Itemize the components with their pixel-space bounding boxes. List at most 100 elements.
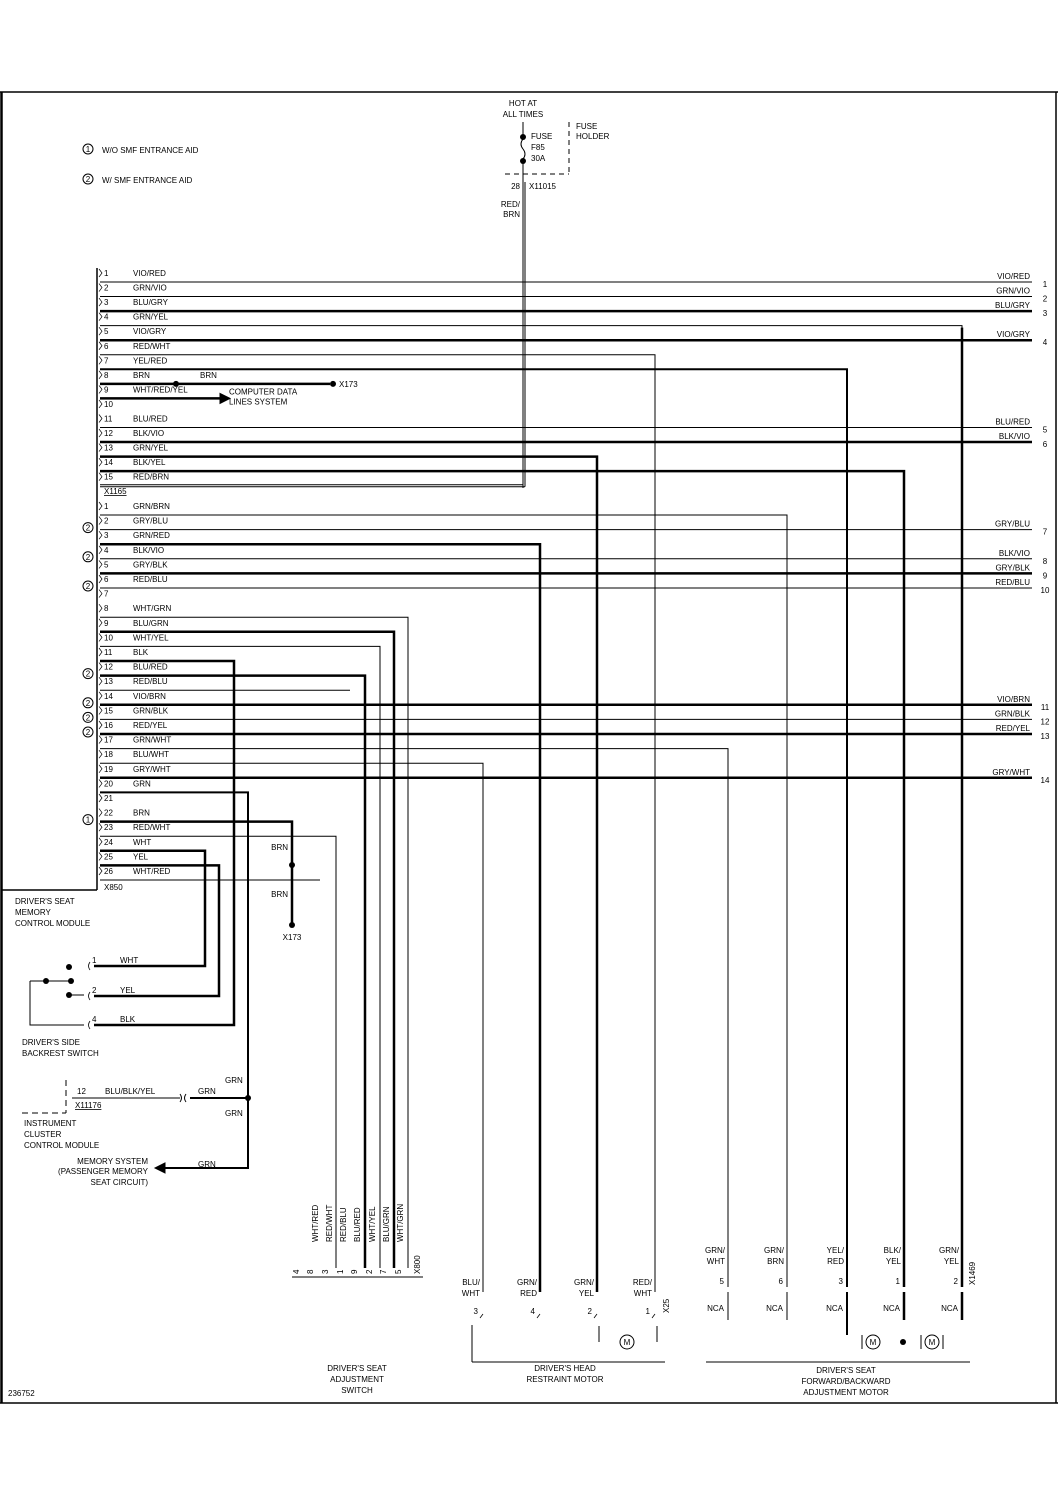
connector-gap: [784, 1287, 790, 1292]
note-text: W/ SMF ENTRANCE AID: [102, 176, 192, 185]
right-wire-label: RED/BLU: [995, 578, 1030, 587]
wire-color-label: BRN: [200, 371, 217, 380]
wire-color-label: RED/WHT: [133, 823, 170, 832]
module-name: DRIVER'S SEAT: [15, 897, 75, 906]
wire-color-label: GRN/BLK: [133, 706, 169, 715]
pin-number: 10: [104, 633, 113, 642]
wire-color-label: WHT: [133, 838, 151, 847]
motor-symbol: M: [870, 1338, 877, 1347]
wire-color-label: GRN/VIO: [133, 284, 167, 293]
right-wire-label: GRY/WHT: [992, 768, 1030, 777]
pin-terminal-icon: [98, 735, 103, 744]
pin-number: 6: [104, 575, 109, 584]
pin-terminal-icon: [98, 341, 103, 350]
pin-number: 11: [104, 415, 113, 424]
pin-terminal-icon: [98, 720, 103, 730]
connector-id: X25: [662, 1298, 671, 1313]
switch-pin-number: 7: [379, 1269, 388, 1274]
motor-wire-label: RED: [827, 1257, 844, 1266]
note-marker: 1: [86, 145, 91, 154]
pin-number: 4: [104, 546, 109, 555]
pin-number: 7: [104, 590, 109, 599]
pin-terminal-icon: [98, 385, 103, 394]
splice-dot: [520, 134, 526, 140]
right-wire-number: 2: [1043, 295, 1048, 304]
wire-blu-red: [100, 674, 367, 1268]
motor-pin-number: 1: [896, 1277, 901, 1286]
fuse-label: F85: [531, 143, 545, 152]
pin-terminal-icon: [98, 312, 103, 321]
note-marker-icon: [82, 580, 94, 592]
motor-pin-number: 2: [954, 1277, 959, 1286]
wire-color-label: YEL: [133, 852, 149, 861]
pin-number: 23: [104, 823, 113, 832]
wire-brn: [100, 820, 294, 925]
pin-terminal-icon: [98, 472, 103, 481]
pin-number: 1: [92, 956, 97, 965]
motor-wire-label: YEL: [579, 1289, 595, 1298]
motor-wire-label: WHT: [462, 1289, 480, 1298]
wire-color-label: RED/: [501, 200, 521, 209]
hot-at-label: HOT AT: [509, 99, 537, 108]
wire-color-label: RED/BLU: [133, 677, 168, 686]
wire-color-label: YEL/RED: [133, 356, 167, 365]
hot-at-label: ALL TIMES: [503, 110, 543, 119]
pin-terminal-icon: [98, 545, 103, 555]
motor-pin-number: 3: [839, 1277, 844, 1286]
pin-number: 13: [104, 677, 113, 686]
fuse-holder-label: HOLDER: [576, 132, 610, 141]
pin-number: 2: [104, 517, 109, 526]
switch-pin-number: 8: [306, 1269, 315, 1274]
wire-color-label: BLU/RED: [133, 663, 168, 672]
note-marker-icon: [82, 522, 94, 534]
memory-system-label: MEMORY SYSTEM: [77, 1157, 148, 1166]
wire-yel-red: [100, 368, 848, 1335]
arrow-icon: [153, 1162, 166, 1174]
right-wire-number: 5: [1043, 426, 1048, 435]
pin-number: 5: [104, 560, 109, 569]
fuse-label: FUSE: [531, 132, 552, 141]
switch-wire-label: RED/BLU: [339, 1207, 348, 1242]
pin-terminal-icon: [98, 749, 103, 759]
pin-number: 17: [104, 736, 113, 745]
pin-number: 5: [104, 327, 109, 336]
wire-color-label: WHT/RED: [133, 867, 171, 876]
seat-motor-name: DRIVER'S SEAT: [816, 1366, 876, 1375]
motor-wire-label: GRN/: [705, 1246, 726, 1255]
pin-number: 20: [104, 779, 113, 788]
motor-pin-number: 4: [531, 1307, 536, 1316]
pin-terminal-icon: [98, 793, 103, 803]
pin-terminal-icon: [98, 647, 103, 657]
connector-gap: [725, 1287, 731, 1292]
wire-color-label: BLK/VIO: [133, 429, 164, 438]
switch-wire-label: BLU/GRN: [382, 1206, 391, 1242]
motor-symbol: M: [624, 1338, 631, 1347]
wire-color-label: BLK: [133, 648, 149, 657]
note-text: W/O SMF ENTRANCE AID: [102, 146, 199, 155]
pin-terminal-icon: [98, 530, 103, 540]
right-wire-label: VIO/BRN: [997, 695, 1030, 704]
note-marker-icon: [82, 711, 94, 723]
wire-color-label: GRN/YEL: [133, 313, 169, 322]
right-wire-label: VIO/RED: [997, 272, 1030, 281]
computer-data-label: LINES SYSTEM: [229, 397, 288, 406]
pin-number: 10: [104, 400, 113, 409]
wire-yel: [94, 864, 221, 998]
nca-label: NCA: [707, 1304, 725, 1313]
pin-number: 25: [104, 852, 113, 861]
wire-wht: [94, 849, 207, 968]
wire-color-label: BLK: [120, 1015, 136, 1024]
wire-color-label: WHT/GRN: [133, 604, 171, 613]
pin-number: 14: [104, 692, 113, 701]
switch-pin-number: 3: [321, 1269, 330, 1274]
x173-terminal-dot: [330, 380, 336, 387]
wire-color-label: VIO/GRY: [133, 327, 167, 336]
pin-terminal-icon: [536, 1313, 541, 1319]
wire-color-label: RED/BLU: [133, 575, 168, 584]
inline-connector-icon: [179, 1093, 187, 1103]
motor-icon: [619, 1334, 635, 1350]
pin-terminal-icon: [98, 618, 103, 628]
pin-number: 12: [104, 429, 113, 438]
wire-color-label: BLK/VIO: [133, 546, 164, 555]
connector-gap: [844, 1287, 850, 1292]
